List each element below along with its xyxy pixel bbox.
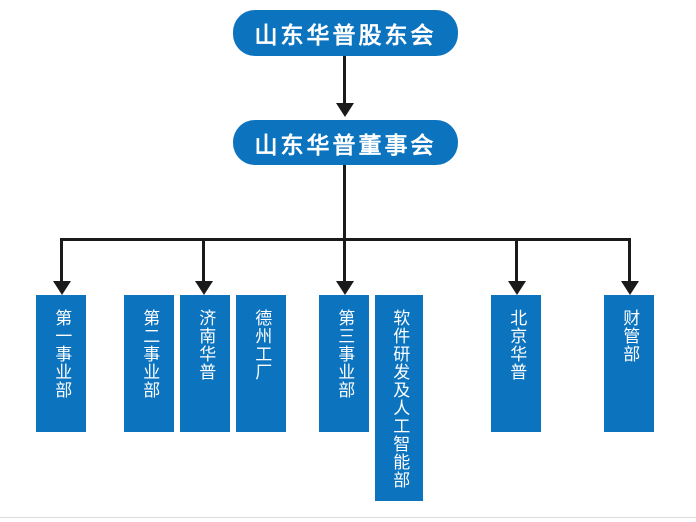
node-division-6-label: 软件研发及人工智能部 — [389, 309, 410, 489]
footer-divider — [0, 517, 696, 518]
node-division-5[interactable]: 第三事业部 — [319, 295, 369, 432]
node-division-2[interactable]: 第二事业部 — [124, 295, 174, 432]
node-division-8[interactable]: 财管部 — [604, 295, 654, 432]
arrowhead-drop-2 — [195, 281, 213, 295]
node-division-2-label: 第二事业部 — [139, 309, 160, 399]
node-division-4-label: 德州工厂 — [251, 309, 272, 381]
node-division-7[interactable]: 北京华普 — [491, 295, 541, 432]
node-shareholders-meeting-label: 山东华普股东会 — [254, 23, 437, 49]
connector-drop-3 — [343, 238, 346, 284]
node-division-8-label: 财管部 — [619, 309, 640, 363]
node-board-of-directors[interactable]: 山东华普董事会 — [233, 120, 458, 165]
connector-drop-2 — [202, 238, 205, 284]
arrowhead-drop-1 — [53, 281, 71, 295]
arrowhead-drop-3 — [336, 281, 354, 295]
node-division-5-label: 第三事业部 — [334, 309, 355, 399]
node-shareholders-meeting[interactable]: 山东华普股东会 — [233, 10, 458, 56]
arrowhead-board — [336, 103, 354, 117]
connector-board-trunk — [343, 165, 346, 240]
node-division-1-label: 第一事业部 — [51, 309, 72, 399]
connector-drop-5 — [628, 238, 631, 284]
node-division-4[interactable]: 德州工厂 — [236, 295, 286, 432]
node-division-7-label: 北京华普 — [506, 309, 527, 381]
arrowhead-drop-4 — [508, 281, 526, 295]
connector-drop-4 — [515, 238, 518, 284]
node-division-3[interactable]: 济南华普 — [180, 295, 230, 432]
node-division-1[interactable]: 第一事业部 — [36, 295, 86, 432]
arrowhead-drop-5 — [621, 281, 639, 295]
connector-drop-1 — [60, 238, 63, 284]
connector-shareholders-to-board — [343, 56, 346, 105]
node-division-3-label: 济南华普 — [195, 309, 216, 381]
node-board-of-directors-label: 山东华普董事会 — [254, 132, 437, 159]
node-division-6[interactable]: 软件研发及人工智能部 — [375, 295, 423, 501]
